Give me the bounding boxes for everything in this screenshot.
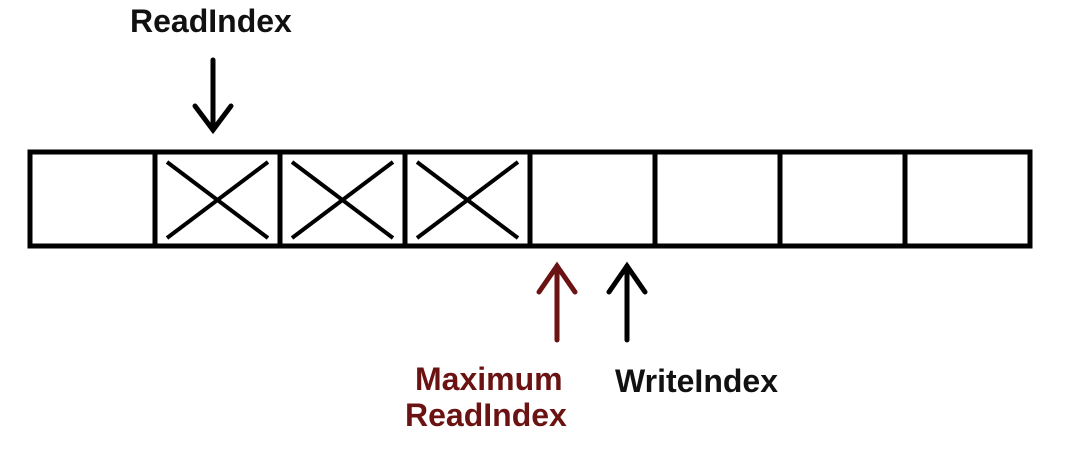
buffer-cells <box>27 149 1033 249</box>
buffer-cell-empty <box>777 149 908 249</box>
buffer-cell-read <box>402 149 533 249</box>
buffer-cell-box <box>777 149 908 249</box>
write-index-arrow <box>606 261 648 343</box>
buffer-cell-empty <box>27 149 158 249</box>
buffer-cell-read <box>152 149 283 249</box>
maximum-read-index-label-line2: ReadIndex <box>405 397 567 433</box>
buffer-cell-box <box>902 149 1033 249</box>
write-index-label: WriteIndex <box>615 363 778 399</box>
buffer-cell-box <box>652 149 783 249</box>
buffer-cell-empty <box>902 149 1033 249</box>
buffer-cell-read <box>277 149 408 249</box>
buffer-cell-box <box>27 149 158 249</box>
read-index-arrow <box>192 57 234 135</box>
cross-mark-line <box>165 160 270 240</box>
read-index-label: ReadIndex <box>130 3 292 39</box>
buffer-cell-empty <box>652 149 783 249</box>
buffer-cell-empty <box>527 149 658 249</box>
maximum-read-index-arrow <box>536 261 578 343</box>
cross-mark-line <box>290 160 395 240</box>
buffer-cell-box <box>527 149 658 249</box>
maximum-read-index-label-line1: Maximum <box>415 361 563 397</box>
cross-mark-line <box>415 160 520 240</box>
